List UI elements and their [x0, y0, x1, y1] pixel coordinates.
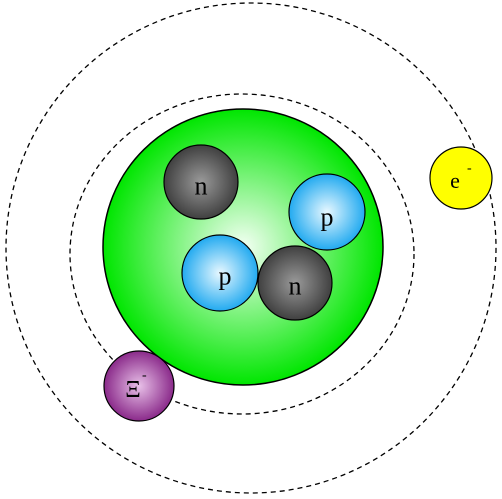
proton-2: p	[181, 234, 259, 312]
proton-1-label: p	[321, 203, 334, 232]
proton-1: p	[288, 173, 366, 251]
electron-body	[429, 146, 493, 210]
outer-orbit	[5, 2, 497, 494]
electron: e -	[429, 146, 493, 210]
neutron-1-label: n	[195, 172, 208, 201]
electron-charge: -	[467, 161, 472, 176]
inner-orbit	[69, 93, 415, 415]
neutron-2-label: n	[289, 272, 302, 301]
xi-symbol: Ξ	[125, 377, 140, 403]
electron-symbol: e	[450, 168, 460, 193]
xi-hyperon: Ξ -	[103, 350, 175, 422]
neutron-1: n	[163, 144, 239, 220]
proton-2-label: p	[219, 262, 232, 291]
xi-charge: -	[142, 368, 147, 383]
neutron-2: n	[257, 245, 333, 321]
